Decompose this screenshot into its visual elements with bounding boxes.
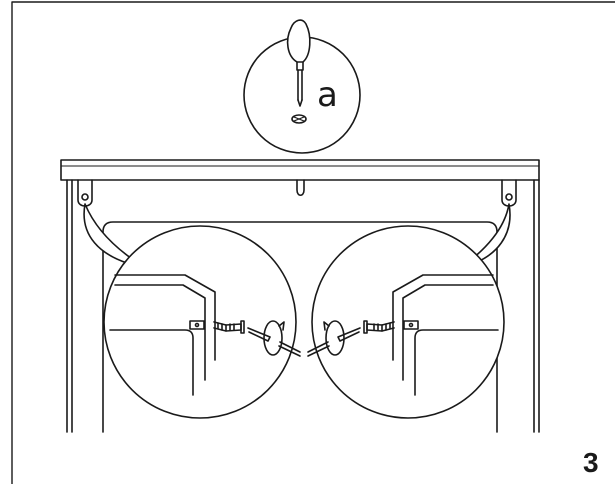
screwdriver-tip-left [247, 327, 271, 342]
center-bracket [296, 179, 305, 197]
left-bracket [77, 179, 93, 207]
cabinet-body [66, 179, 540, 433]
tabletop [60, 159, 540, 181]
wood-screw-icon [363, 320, 395, 334]
screwdriver-tip-right [337, 327, 361, 342]
screw-icon [291, 114, 307, 124]
left-detail-circle [103, 225, 301, 419]
detail-label: a [317, 75, 338, 115]
step-number: 3 [583, 447, 599, 478]
wood-screw-icon [213, 320, 245, 334]
rotation-arrow-icon [323, 320, 345, 356]
rotation-arrow-icon [263, 320, 285, 356]
screwdriver-icon [286, 19, 311, 107]
right-detail-circle [307, 225, 505, 419]
detail-a-circle [243, 19, 361, 154]
figure-frame [11, 1, 615, 484]
right-bracket [501, 179, 517, 207]
